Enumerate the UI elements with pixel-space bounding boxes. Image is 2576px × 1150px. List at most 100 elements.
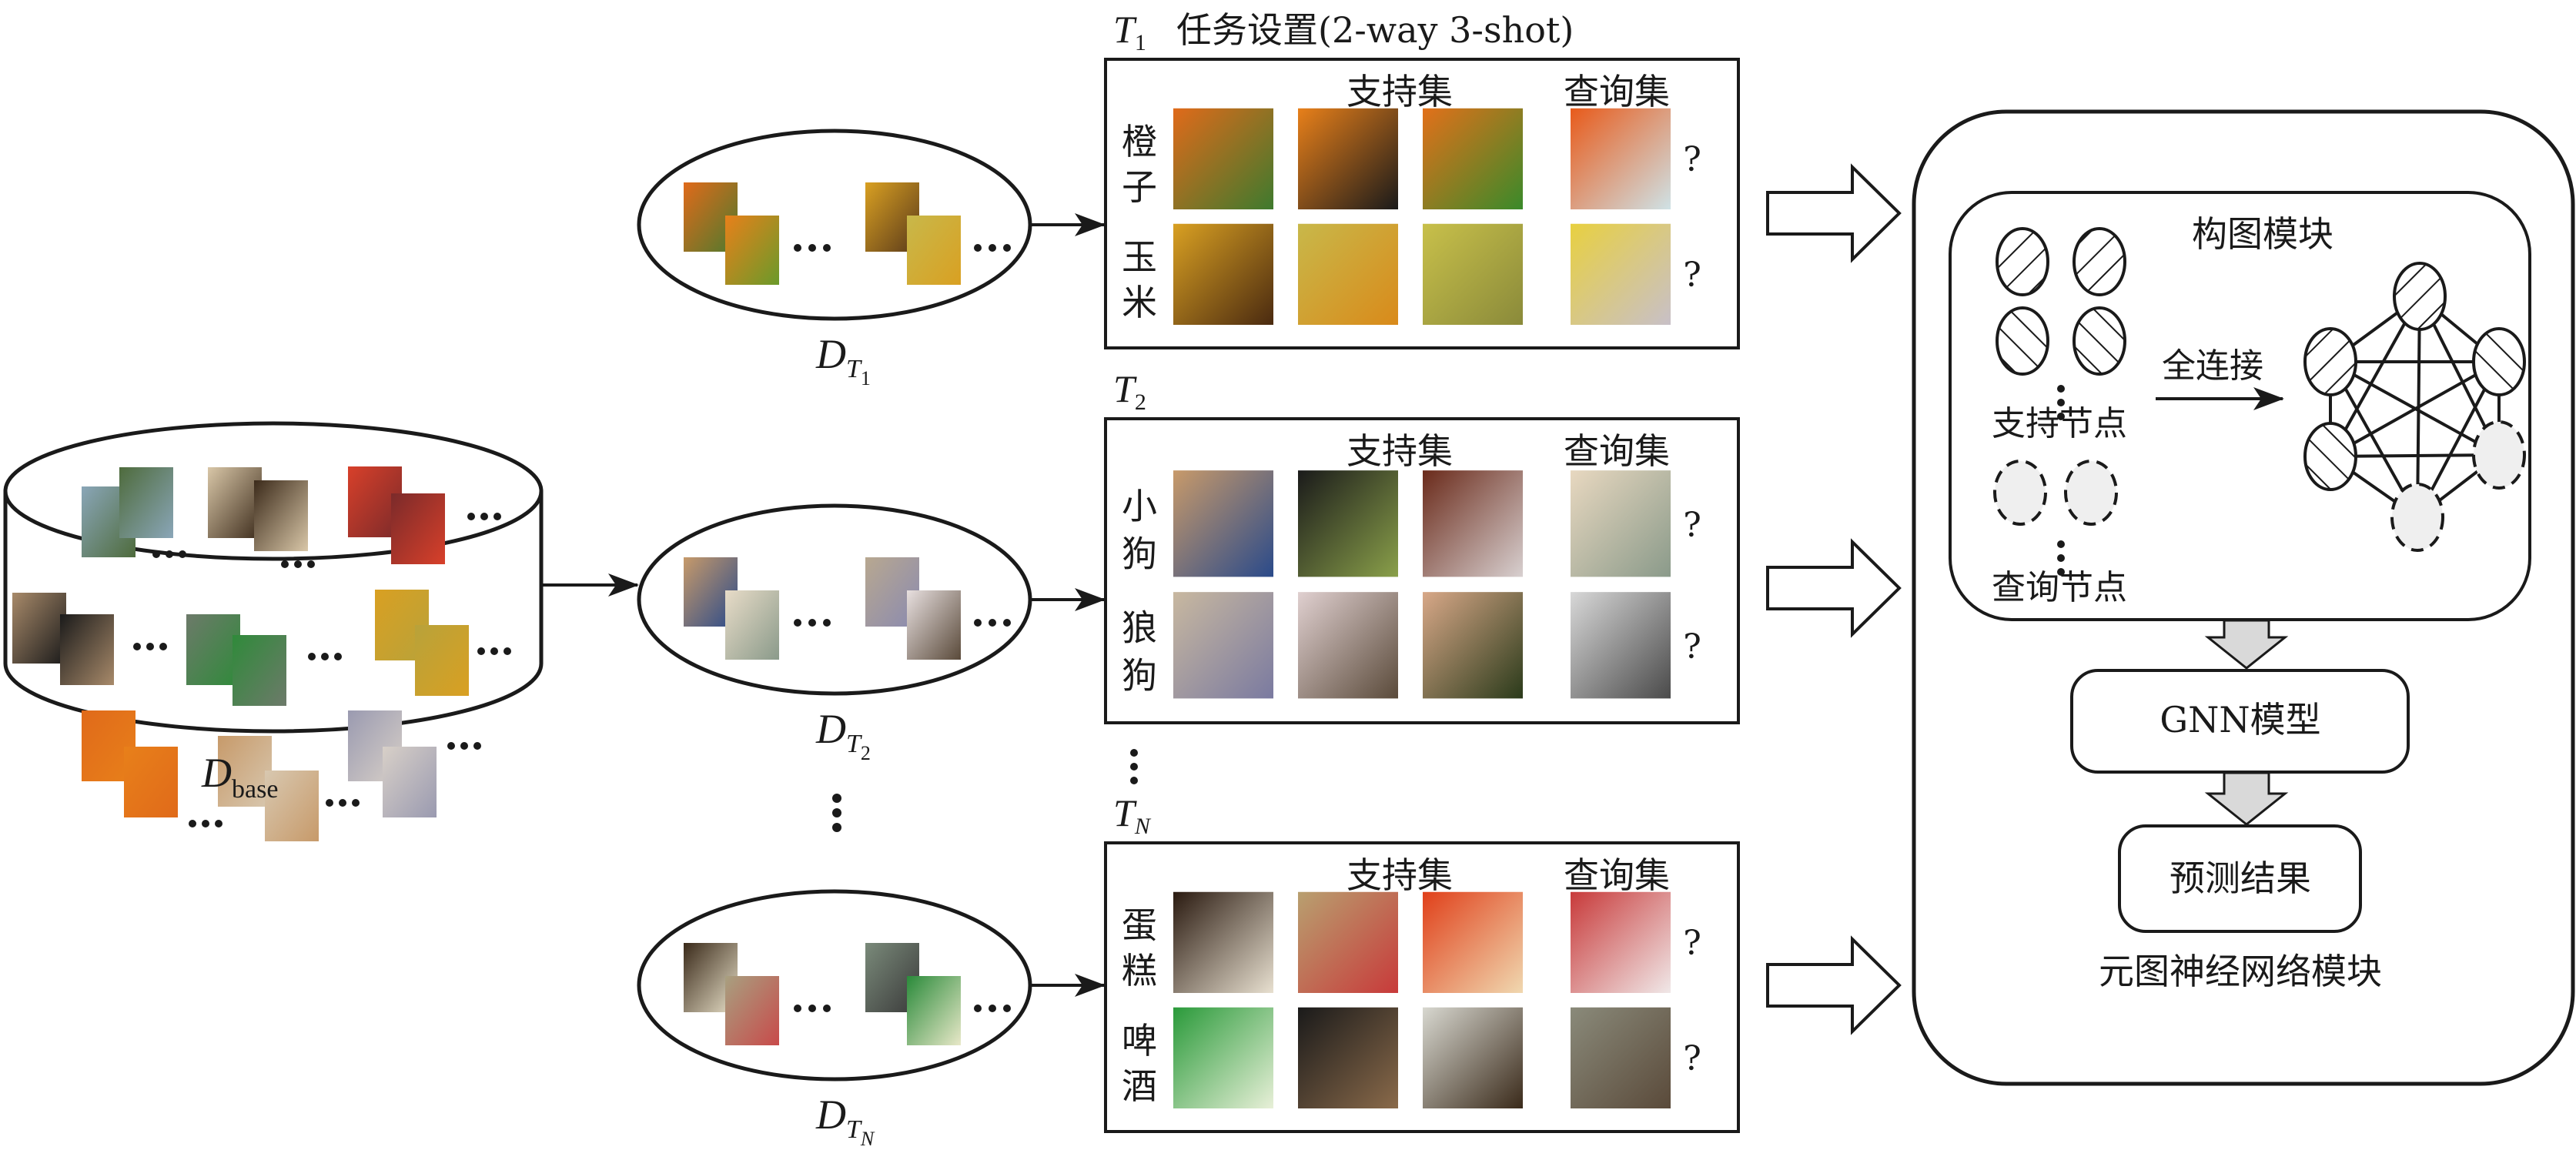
ellipsis-dot bbox=[823, 619, 831, 627]
task-label: TN bbox=[1113, 791, 1152, 839]
ellipsis-dot bbox=[493, 513, 501, 520]
ellipsis-dot bbox=[152, 550, 160, 558]
ellipsis-dot bbox=[794, 619, 801, 627]
query-nodes-label: 查询节点 bbox=[1992, 568, 2127, 607]
thumbnail-food bbox=[208, 467, 262, 538]
class-row: 狼狗? bbox=[1122, 592, 1701, 699]
support-image bbox=[1173, 470, 1273, 577]
graph-edge bbox=[2330, 360, 2500, 458]
support-image bbox=[1298, 592, 1398, 699]
class-row: 小狗? bbox=[1122, 470, 1701, 577]
ellipsis-dot bbox=[989, 619, 996, 627]
task-setting-title: 任务设置(2-way 3-shot) bbox=[1176, 9, 1574, 51]
unknown-label-mark: ? bbox=[1683, 924, 1701, 963]
unknown-label-mark: ? bbox=[1683, 1039, 1701, 1078]
graph-support-node bbox=[2393, 262, 2447, 331]
episode-thumbnail bbox=[725, 216, 779, 285]
ellipsis-dot bbox=[473, 742, 481, 750]
graph-support-node bbox=[2303, 327, 2357, 396]
ellipsis-dot bbox=[334, 653, 342, 660]
base-ellipsis-marks bbox=[133, 513, 511, 827]
query-set-header: 查询集 bbox=[1564, 430, 1670, 472]
ellipsis-dot bbox=[321, 653, 329, 660]
query-image bbox=[1571, 108, 1671, 209]
support-image bbox=[1173, 592, 1273, 699]
ellipsis-dot bbox=[989, 1005, 996, 1012]
ellipsis-dot bbox=[974, 619, 982, 627]
thumbnail-dessert bbox=[391, 493, 445, 564]
ellipsis-dot bbox=[989, 244, 996, 252]
support-image bbox=[1423, 223, 1523, 325]
graph-support-node bbox=[2472, 327, 2526, 396]
support-set-header: 支持集 bbox=[1347, 854, 1453, 896]
support-image bbox=[1173, 891, 1273, 993]
graph-edge bbox=[2330, 453, 2500, 458]
graph-module-title: 构图模块 bbox=[2192, 213, 2333, 255]
class-name: 蛋 bbox=[1122, 904, 1157, 946]
ellipsis-dot bbox=[477, 647, 485, 655]
class-name: 玉 bbox=[1122, 236, 1157, 278]
support-image bbox=[1423, 592, 1523, 699]
support-node bbox=[1996, 306, 2049, 376]
support-image bbox=[1298, 470, 1398, 577]
episode-thumbnail bbox=[907, 216, 961, 285]
ellipsis-dot bbox=[1003, 244, 1011, 252]
thumbnail-dog bbox=[265, 771, 319, 841]
ellipsis-dot bbox=[974, 1005, 982, 1012]
class-name: 啤 bbox=[1122, 1020, 1157, 1061]
episode-thumbnail bbox=[725, 976, 779, 1045]
thumbnail-coast bbox=[119, 467, 173, 538]
query-node bbox=[2064, 460, 2118, 526]
ellipsis-dot bbox=[159, 643, 167, 650]
ellipsis-dot bbox=[189, 820, 196, 827]
support-set-header: 支持集 bbox=[1347, 71, 1453, 112]
down-block-arrow bbox=[2204, 771, 2289, 826]
task-box-2: T2支持集查询集小狗?狼狗? bbox=[1104, 367, 1740, 724]
ellipsis-dot bbox=[215, 820, 222, 827]
hollow-arrow bbox=[1766, 538, 1902, 638]
ellipsis-dot bbox=[480, 513, 488, 520]
thumbnail-vase bbox=[12, 593, 66, 664]
query-set-header: 查询集 bbox=[1564, 71, 1670, 112]
support-image bbox=[1298, 223, 1398, 325]
support-image bbox=[1173, 108, 1273, 209]
ellipsis-dot bbox=[202, 820, 209, 827]
class-name: 子 bbox=[1122, 166, 1157, 208]
support-image bbox=[1423, 108, 1523, 209]
thumbnail-beer bbox=[186, 614, 240, 685]
thumbnail-vase bbox=[60, 614, 114, 685]
support-image bbox=[1173, 1007, 1273, 1108]
class-name: 小 bbox=[1122, 485, 1157, 527]
class-name: 橙 bbox=[1122, 121, 1157, 162]
ellipsis-dot bbox=[808, 1005, 816, 1012]
support-set-header: 支持集 bbox=[1347, 430, 1453, 472]
task-box-3: TN支持集查询集蛋糕?啤酒? bbox=[1104, 791, 1740, 1133]
graph-query-node bbox=[2472, 420, 2526, 490]
ellipsis-dot bbox=[794, 1005, 801, 1012]
ellipsis-dot bbox=[307, 560, 315, 568]
support-nodes bbox=[1996, 227, 2126, 420]
hollow-arrow-group bbox=[1766, 163, 1902, 1035]
ellipsis-dot bbox=[460, 742, 468, 750]
ellipsis-dot bbox=[294, 560, 302, 568]
task-vertical-ellipsis bbox=[1130, 749, 1138, 784]
graph-construction-module: 构图模块 支持节点 查询节点 全连接 bbox=[1949, 191, 2531, 621]
ellipsis-dot bbox=[281, 560, 289, 568]
ellipsis-dot bbox=[467, 513, 475, 520]
thumbnail-beer bbox=[233, 635, 286, 706]
graph-query-node bbox=[2390, 483, 2444, 552]
ellipsis-dot bbox=[974, 244, 982, 252]
base-thumbnails bbox=[12, 466, 469, 841]
ellipsis-dot bbox=[352, 799, 360, 807]
episode-thumbnail bbox=[907, 590, 961, 660]
hollow-arrow bbox=[1766, 935, 1902, 1035]
ellipsis-dot bbox=[823, 244, 831, 252]
ellipsis-dot bbox=[146, 643, 154, 650]
class-name: 酒 bbox=[1122, 1065, 1157, 1107]
gnn-model-label: GNN模型 bbox=[2159, 699, 2320, 740]
thumbnail-orange bbox=[124, 747, 178, 817]
query-image bbox=[1571, 1007, 1671, 1108]
support-image bbox=[1298, 1007, 1398, 1108]
